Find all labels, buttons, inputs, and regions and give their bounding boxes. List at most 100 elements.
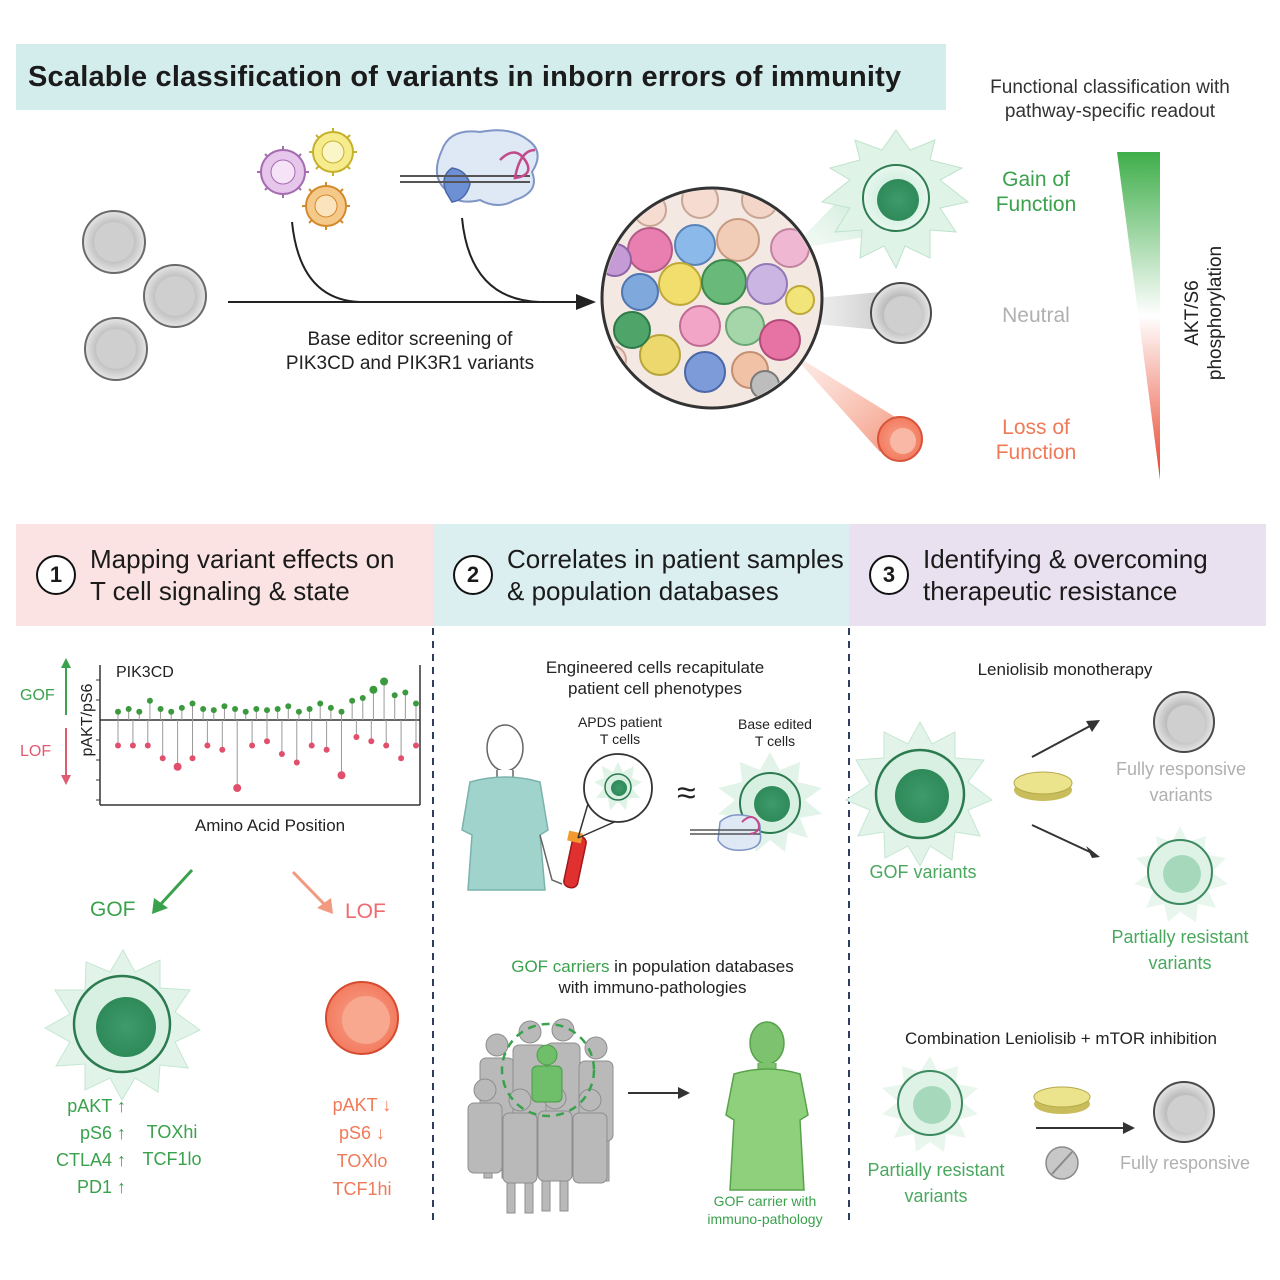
apds-caption-line2: T cells bbox=[599, 730, 641, 747]
gof-lollipop-point bbox=[136, 708, 143, 715]
input-cells bbox=[82, 210, 207, 381]
gof-lollipop-point bbox=[189, 700, 196, 707]
combo-partial-line2: variants bbox=[904, 1186, 968, 1207]
lof-lollipop-point bbox=[278, 751, 285, 757]
gof-lollipop-point bbox=[359, 695, 366, 701]
input-cell bbox=[96, 329, 136, 369]
fully-responsive-caption: Fully responsive variants bbox=[1106, 756, 1256, 808]
gof-state-list: TOXhi TCF1lo bbox=[136, 1119, 208, 1173]
gof-carrier-caption-line2: immuno-pathology bbox=[707, 1211, 823, 1228]
lof-output-cell bbox=[877, 416, 923, 462]
gof-lollipop-point bbox=[178, 704, 185, 711]
lof-lollipop-point bbox=[264, 738, 270, 745]
gof-state-tcf1lo: TCF1lo bbox=[142, 1149, 202, 1169]
gof-lollipop-point bbox=[317, 700, 324, 707]
gof-lollipop-point bbox=[338, 708, 345, 715]
chart-gof-axis-label: GOF bbox=[20, 687, 55, 705]
gof-lollipop-point bbox=[168, 708, 175, 715]
gof-lollipop-point bbox=[391, 692, 398, 699]
gof-lollipop-point bbox=[232, 706, 239, 712]
gof-marker-ctla4: CTLA4 ↑ bbox=[55, 1150, 126, 1170]
virus-icon-purple bbox=[257, 146, 309, 198]
gof-marker-ps6: pS6 ↑ bbox=[79, 1123, 126, 1143]
gof-lollipop-point bbox=[157, 706, 164, 712]
chart-gene-label: PIK3CD bbox=[116, 664, 174, 681]
section-1-number: 1 bbox=[36, 555, 76, 595]
chart-lof-axis-label: LOF bbox=[20, 743, 51, 761]
population-caption: GOF carriers in population databases wit… bbox=[465, 956, 840, 999]
lof-marker-pakt: pAKT ↓ bbox=[332, 1095, 392, 1115]
gof-lollipop-point bbox=[274, 706, 281, 712]
readout-title: Functional classification with pathway-s… bbox=[960, 76, 1260, 124]
lof-lollipop-point bbox=[189, 755, 196, 762]
apds-caption: APDS patient T cells bbox=[565, 714, 675, 748]
lof-lollipop-point bbox=[144, 742, 151, 749]
gof-label-line1: Gain of bbox=[1002, 168, 1070, 191]
lof-lollipop-point bbox=[204, 742, 211, 749]
readout-title-line1: Functional classification with bbox=[990, 77, 1230, 98]
gof-lollipop-point bbox=[327, 704, 334, 711]
section-2-header: 2 Correlates in patient samples & popula… bbox=[433, 524, 849, 626]
screen-caption-line1: Base editor screening of bbox=[307, 329, 513, 350]
population-caption-line1: GOF carriers in population databases bbox=[465, 956, 840, 977]
combination-title: Combination Leniolisib + mTOR inhibition bbox=[905, 1029, 1217, 1048]
to-responsive-arrow bbox=[1031, 725, 1091, 758]
neutral-label: Neutral bbox=[1002, 304, 1070, 327]
combo-fully-responsive-cell bbox=[1153, 1081, 1215, 1143]
gof-variant-cell bbox=[844, 720, 993, 868]
lof-lollipop-point bbox=[337, 771, 346, 780]
virus-icon-orange bbox=[302, 182, 350, 230]
virus-icon-yellow bbox=[309, 128, 357, 176]
gof-lollipop-point bbox=[125, 706, 132, 712]
lof-lollipop-point bbox=[129, 742, 136, 749]
gof-lollipop-point bbox=[115, 708, 121, 715]
small-base-editor-icon bbox=[690, 814, 762, 852]
apds-caption-line1: APDS patient bbox=[577, 714, 663, 730]
section-3-number: 3 bbox=[869, 555, 909, 595]
section-3-title-line2: therapeutic resistance bbox=[923, 576, 1178, 606]
lof-marker-list: pAKT ↓ pS6 ↓ TOXlo TCF1hi bbox=[316, 1091, 408, 1203]
neutral-output-cell bbox=[870, 282, 932, 344]
lof-lollipop-point bbox=[398, 755, 405, 762]
to-resistant-arrow bbox=[1031, 824, 1091, 853]
chart-lof-axis-text: LOF bbox=[20, 743, 52, 760]
lof-lollipop-point bbox=[308, 742, 315, 749]
gof-axis-arrowhead bbox=[61, 658, 71, 668]
lof-lollipop-point bbox=[249, 742, 256, 749]
section-2-title-line1: Correlates in patient samples bbox=[507, 543, 844, 574]
combo-leniolisib-pill-icon bbox=[1033, 1086, 1091, 1114]
screen-caption: Base editor screening of PIK3CD and PIK3… bbox=[240, 328, 580, 376]
section-1-header: 1 Mapping variant effects on T cell sign… bbox=[16, 524, 433, 626]
base-edited-caption-line2: T cells bbox=[754, 732, 796, 749]
lof-state-toxlo: TOXlo bbox=[336, 1151, 388, 1171]
gof-down-arrow bbox=[158, 868, 194, 907]
gof-down-arrowhead bbox=[152, 898, 168, 914]
patient-figure bbox=[461, 724, 563, 891]
lof-lollipop-point bbox=[353, 734, 360, 740]
gof-lollipop-point bbox=[402, 689, 409, 696]
lof-marker-ps6: pS6 ↓ bbox=[338, 1123, 386, 1143]
lof-state-tcf1hi: TCF1hi bbox=[332, 1179, 392, 1199]
base-edited-caption-line1: Base edited bbox=[738, 716, 812, 732]
main-flow-arrowhead bbox=[576, 294, 596, 310]
fully-responsive-line2: variants bbox=[1149, 785, 1213, 806]
fully-responsive-cell bbox=[1153, 691, 1215, 753]
gof-lollipop-point bbox=[380, 677, 389, 686]
gof-label-line2: Function bbox=[995, 193, 1077, 217]
gof-lollipop-point bbox=[221, 703, 228, 710]
lof-lollipop-point bbox=[413, 742, 419, 749]
fully-responsive-line1: Fully responsive bbox=[1115, 759, 1247, 779]
y-ticks bbox=[96, 679, 100, 801]
gof-output-cell bbox=[820, 129, 970, 270]
gof-carrier-caption-line1: GOF carrier with bbox=[713, 1193, 817, 1209]
engineered-caption: Engineered cells recapitulate patient ce… bbox=[505, 657, 805, 700]
gof-lollipop-point bbox=[369, 685, 378, 694]
section-2-title-line2: & population databases bbox=[507, 576, 779, 606]
partially-resistant-cell bbox=[1134, 826, 1228, 922]
gof-lollipop-point bbox=[200, 706, 207, 712]
lof-lollipop-point bbox=[383, 742, 390, 749]
chart-gof-axis-text: GOF bbox=[20, 687, 55, 704]
